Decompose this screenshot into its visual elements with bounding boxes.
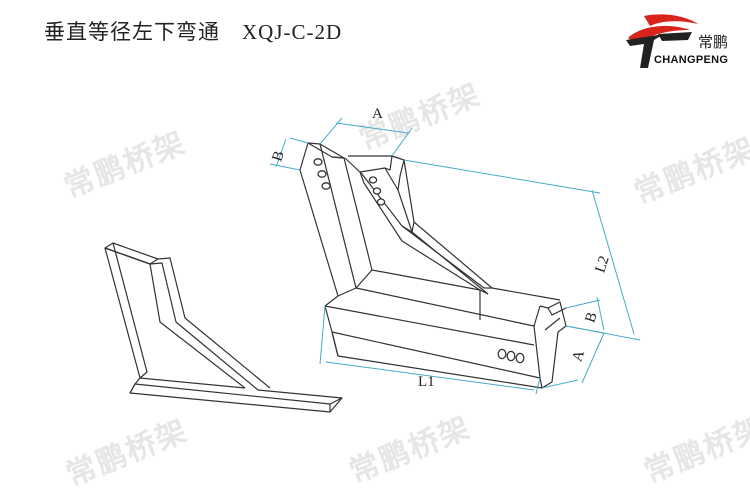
logo-cn: 常鹏 <box>698 33 729 51</box>
dim-label-B-right: B <box>582 310 600 324</box>
logo-en: CHANGPENG <box>654 54 729 66</box>
title-code: XQJ-C-2D <box>242 20 343 44</box>
bend-body <box>299 142 567 389</box>
dim-label-A-top: A <box>372 106 383 122</box>
dim-label-L1: L1 <box>418 374 435 390</box>
dim-label-A-right: A <box>569 348 588 363</box>
bolt-holes <box>313 158 525 364</box>
logo-mark-icon <box>626 14 698 68</box>
brand-logo: 常鹏 CHANGPENG <box>624 10 734 72</box>
side-plate-part <box>104 242 343 413</box>
bend-drawing: A B L2 B A L1 <box>104 106 641 413</box>
dim-label-B-top: B <box>269 149 287 163</box>
dim-label-L2: L2 <box>592 254 612 275</box>
title-name: 垂直等径左下弯通 <box>44 20 220 44</box>
dimension-lines <box>269 117 641 395</box>
page-title: 垂直等径左下弯通 XQJ-C-2D <box>44 16 342 46</box>
